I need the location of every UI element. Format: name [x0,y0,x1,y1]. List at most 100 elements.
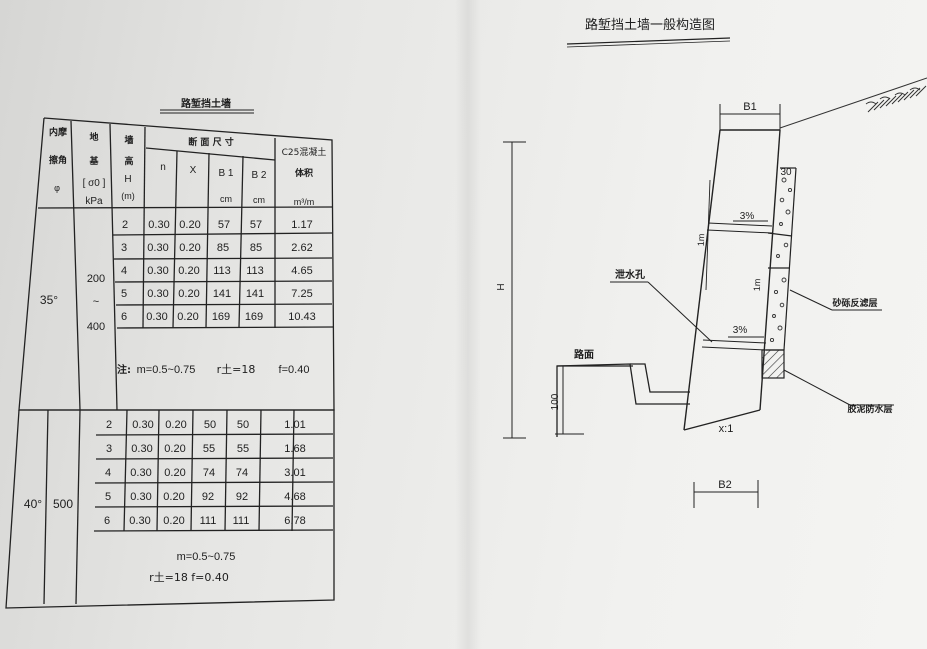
header-foundation-3: [ σ0 ] [83,178,106,189]
gravel-dots [769,177,793,343]
cell-h: 3 [106,443,112,455]
label-b1: B1 [743,101,756,113]
label-b2: B2 [718,479,731,491]
label-gravel-filter: 砂砾反滤层 [832,297,877,309]
cell-x: 0.20 [165,419,186,431]
table-row: 2 0.30 0.20 57 57 1.17 [122,219,313,231]
cell-volume: 7.25 [291,288,312,300]
slope-lower: 3% [733,325,748,336]
cell-x: 0.20 [179,242,200,254]
group1-foundation-2: ~ [93,296,99,308]
dim-1m-upper: 1m [696,233,706,246]
cell-b1: 111 [200,515,217,527]
cell-x: 0.20 [164,467,185,479]
note2-rf: r土=18 f=0.40 [149,571,229,584]
header-x: X [190,165,197,176]
page-fold [455,0,481,649]
table-row: 3 0.30 0.20 55 55 1.68 [106,443,306,455]
label-h: H [496,283,507,290]
cell-b1: 141 [213,288,231,300]
dim-100: 100 [550,393,561,410]
header-concrete-1: C25混凝土 [282,146,327,158]
header-n: n [160,162,166,173]
cell-volume: 4.65 [291,265,312,277]
note-f: f=0.40 [279,364,310,376]
header-concrete-3: m³/m [294,197,315,207]
cell-b2: 85 [250,242,262,254]
cell-x: 0.20 [164,443,185,455]
cell-volume: 4.68 [284,491,305,503]
label-clay-waterproof: 胶泥防水层 [847,403,892,415]
cell-x: 0.20 [163,515,184,527]
cell-x: 0.20 [179,219,200,231]
cell-h: 4 [121,265,127,277]
cell-h: 4 [105,467,111,479]
header-foundation-2: 基 [88,155,99,167]
backfill-slope [779,77,927,129]
cell-n: 0.30 [147,288,168,300]
cell-h: 2 [122,219,128,231]
cell-b2: 50 [237,419,249,431]
table-title: 路堑挡土墙 [181,97,231,110]
cell-h: 5 [121,288,127,300]
cell-n: 0.30 [147,242,168,254]
cell-volume: 6.78 [284,515,305,527]
cell-h: 6 [104,515,110,527]
header-b1: B 1 [218,168,233,179]
cell-b2: 57 [250,219,262,231]
cell-n: 0.30 [146,311,167,323]
note2-m: m=0.5~0.75 [177,551,236,563]
cell-b2: 55 [237,443,249,455]
group2-foundation: 500 [53,497,73,511]
table-row: 4 0.30 0.20 74 74 3.01 [105,467,306,479]
table-row: 5 0.30 0.20 92 92 4.68 [105,491,306,503]
slope-upper: 3% [740,211,755,222]
cell-b1: 85 [217,242,229,254]
cell-h: 6 [121,311,127,323]
cell-b1: 55 [203,443,215,455]
retaining-wall-table: 路堑挡土墙 [5,97,335,609]
header-b2-unit: cm [253,195,265,205]
cell-h: 5 [105,491,111,503]
cell-b2: 169 [245,311,263,323]
cell-x: 0.20 [178,265,199,277]
cell-n: 0.30 [130,467,151,479]
dimension-h [503,141,526,439]
cell-volume: 3.01 [284,467,305,479]
cell-b1: 50 [204,419,216,431]
header-foundation-4: kPa [85,196,103,207]
table-row: 2 0.30 0.20 50 50 1.01 [106,419,306,431]
dim-1m-lower: 1m [752,278,762,291]
header-foundation-1: 地 [89,131,98,143]
header-b2: B 2 [251,170,266,181]
table-header: 内摩 擦角 φ 地 基 [ σ0 ] kPa 墙 高 H (m) 断 面 尺 寸… [49,126,326,207]
header-height-1: 墙 [124,134,133,146]
note-m: m=0.5~0.75 [137,364,196,376]
cell-h: 3 [121,242,127,254]
table-grid-lower [5,409,335,609]
cell-b2: 111 [233,515,250,527]
cell-b1: 92 [202,491,214,503]
cell-b1: 74 [203,467,215,479]
cell-x: 0.20 [177,311,198,323]
group2-note: m=0.5~0.75 r土=18 f=0.40 [149,551,235,584]
retaining-wall-drawing: 路堑挡土墙一般构造图 B1 [496,17,927,508]
header-friction-3: φ [54,183,60,193]
cell-n: 0.30 [129,515,150,527]
group1-note: 注: m=0.5~0.75 r土=18 f=0.40 [117,363,309,376]
table-row: 6 0.30 0.20 111 111 6.78 [104,515,306,527]
header-friction-2: 擦角 [49,154,67,166]
header-concrete-2: 体积 [295,167,313,179]
cell-b2: 141 [246,288,264,300]
cell-b2: 92 [236,491,248,503]
drawing-title: 路堑挡土墙一般构造图 [585,17,715,33]
table-group-40: 40° 500 2 0.30 0.20 50 50 1.01 3 0.30 0.… [24,419,306,584]
group2-angle: 40° [24,497,42,511]
cell-n: 0.30 [148,219,169,231]
label-batter: x:1 [719,423,734,435]
cell-x: 0.20 [178,288,199,300]
cell-h: 2 [106,419,112,431]
note-r: r土=18 [217,363,256,376]
header-height-2: 高 [124,155,133,167]
